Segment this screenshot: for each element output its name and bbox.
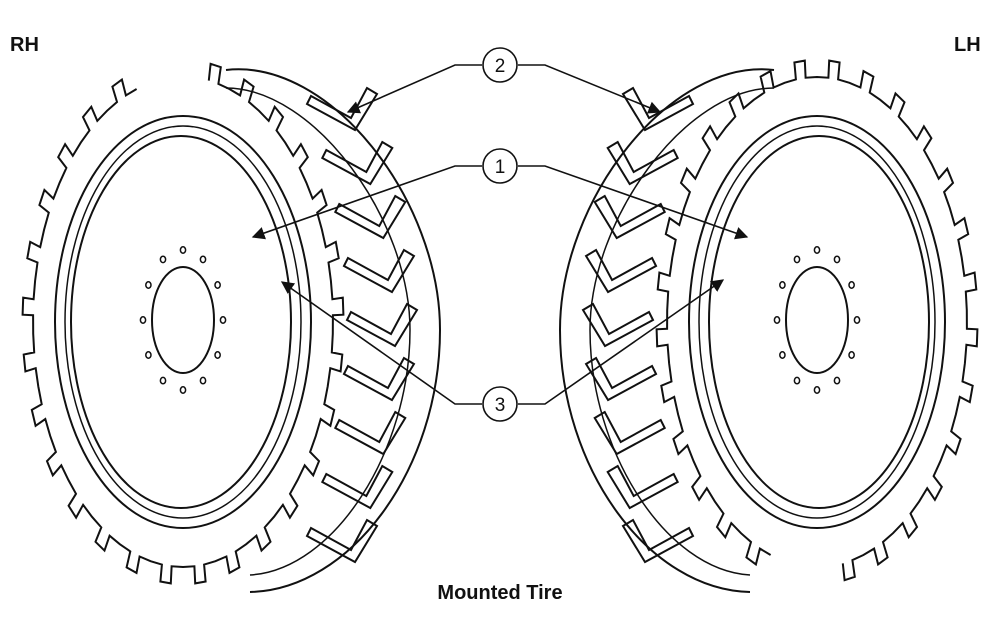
tread-block [333,410,407,456]
tread-block [593,194,667,240]
bolt-hole [848,281,855,289]
bolt-hole [793,376,801,385]
bolt-hole [199,255,207,264]
leader-1-right [518,165,749,240]
bolt-hole [145,281,152,289]
bolt-hole [793,255,801,264]
bolt-hole [159,255,167,264]
lh-bolt-circle [773,246,861,394]
tread-block [305,86,379,132]
tread-block [342,248,416,294]
lh-wheel-outer-ring [688,115,946,529]
bolt-hole [159,376,167,385]
bolt-hole [848,351,855,359]
callout-1-number: 1 [495,157,506,178]
leader-2-right [518,64,662,114]
bolt-hole [219,316,227,324]
bolt-hole [773,316,781,324]
bolt-hole [179,386,187,394]
callout-3-number: 3 [495,395,506,416]
callout-2-circle [482,47,518,83]
tread-block [606,464,680,510]
callout-2: 2 [482,47,518,83]
callout-1-circle [482,148,518,184]
lh-tread-blocks [581,86,695,564]
tread-block [320,140,394,186]
lh-wheel-ring-2 [698,125,936,519]
bolt-hole [214,351,221,359]
rh-tread-side [225,68,442,593]
rh-label: RH [10,34,39,56]
rh-wheel-outer-ring [54,115,312,529]
rh-wheel-ring-2 [64,125,302,519]
bolt-hole [179,246,187,254]
tread-block [621,518,695,564]
tread-block [584,248,658,294]
tread-block [345,302,419,348]
diagram-caption: Mounted Tire [437,582,563,604]
bolt-hole [145,351,152,359]
callout-1: 1 [482,148,518,184]
tread-block [342,356,416,402]
bolt-hole [833,255,841,264]
tread-block [584,356,658,402]
bolt-hole [139,316,147,324]
bolt-hole [779,281,786,289]
bolt-hole [214,281,221,289]
leader-3-right [518,279,725,405]
rh-hub [151,266,215,374]
bolt-hole [853,316,861,324]
lh-wheel-ring-3 [708,135,930,509]
leader-1-left [251,165,482,240]
bolt-hole [813,246,821,254]
lh-tread-lugs [655,59,979,582]
rh-bolt-circle [139,246,227,394]
rh-wheel-ring-3 [70,135,292,509]
rh-tread-lugs [21,62,345,585]
lh-label: LH [954,34,981,56]
tread-block [593,410,667,456]
tread-block [333,194,407,240]
tread-block [621,86,695,132]
callout-leaders [251,64,749,405]
leader-3-left [280,281,482,405]
bolt-hole [199,376,207,385]
lh-hub [785,266,849,374]
bolt-hole [833,376,841,385]
tread-block [320,464,394,510]
tread-block [606,140,680,186]
rh-tread-blocks [305,86,419,564]
lh-tire [558,59,979,593]
callout-3: 3 [482,386,518,422]
bolt-hole [813,386,821,394]
bolt-hole [779,351,786,359]
leader-2-left [346,64,482,114]
lh-tread-side [558,68,775,593]
callout-2-number: 2 [495,56,506,77]
tread-block [581,302,655,348]
rh-tire [21,62,442,593]
tread-block [305,518,379,564]
callout-3-circle [482,386,518,422]
